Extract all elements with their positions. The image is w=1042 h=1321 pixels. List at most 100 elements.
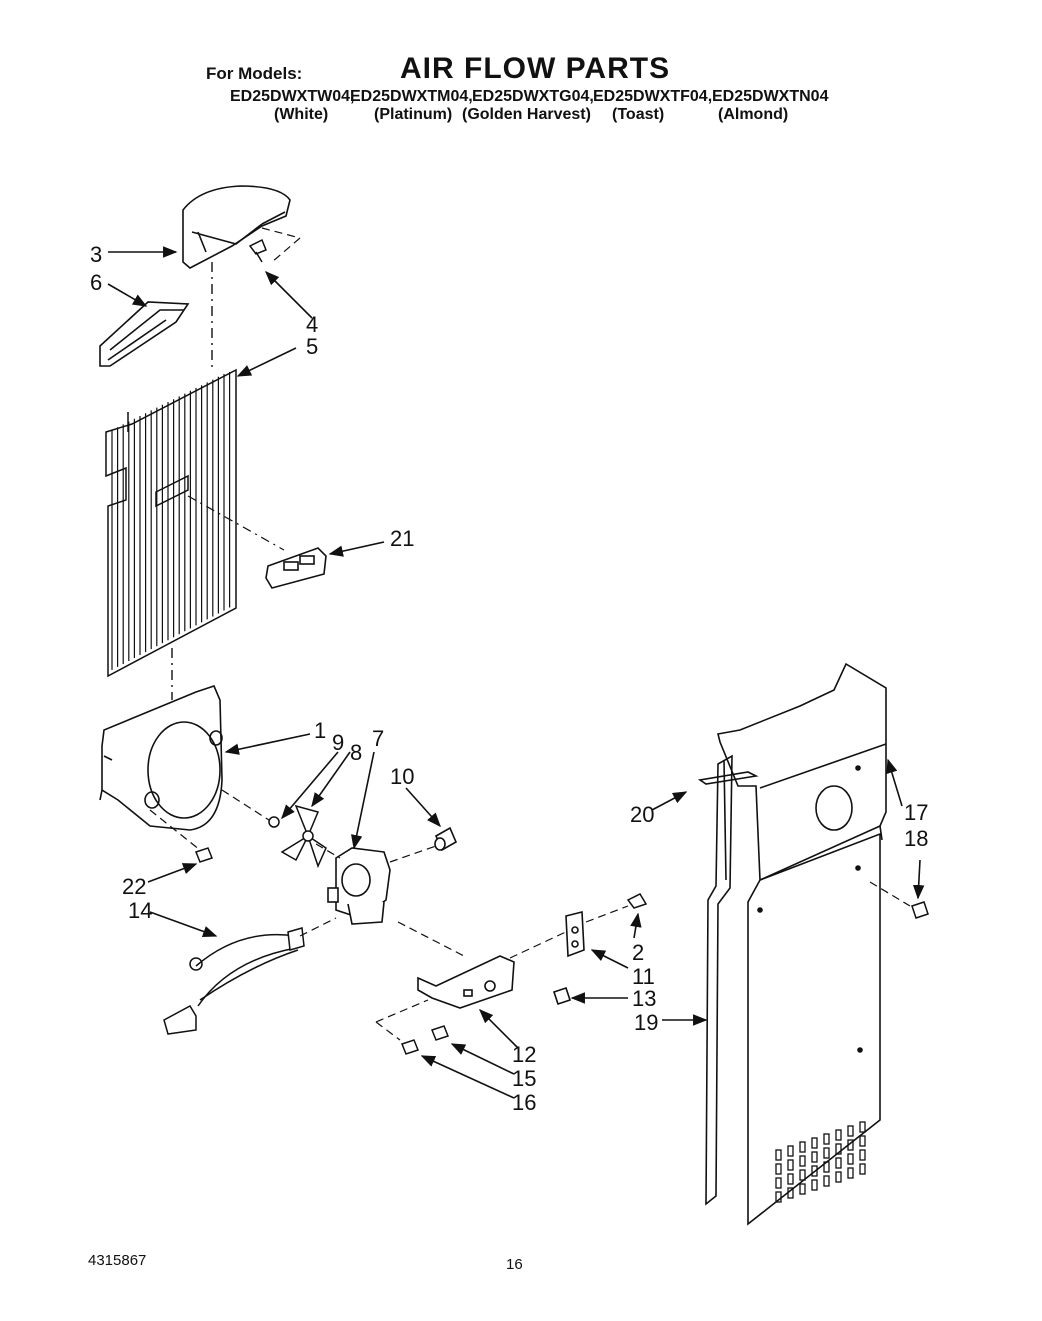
vent-slot: [859, 1163, 866, 1175]
model-color: (White): [274, 106, 329, 123]
callout-evaporator-cover: 3: [90, 242, 102, 267]
vent-slot: [859, 1135, 866, 1147]
vent-slot: [811, 1179, 818, 1191]
alignment-line: [315, 843, 341, 859]
alignment-line: [397, 921, 465, 957]
leader-lines: [107, 246, 925, 1099]
screw-icon: [248, 238, 267, 263]
for-models-label: For Models:: [206, 64, 303, 83]
vent-slot: [859, 1149, 866, 1161]
wire-harness: [163, 927, 305, 1035]
vent-slot: [823, 1161, 830, 1173]
vent-slot: [787, 1187, 794, 1199]
alignment-line: [869, 881, 911, 907]
vent-slot: [811, 1151, 818, 1163]
hinge-bracket: [565, 910, 585, 958]
alignment-line: [271, 237, 301, 263]
fan-retainer: [268, 816, 280, 828]
model-color: (Golden Harvest): [462, 106, 591, 123]
callout-seal-strip: 20: [630, 802, 654, 827]
vent-slot: [787, 1159, 794, 1171]
vent-slot: [775, 1163, 782, 1175]
sensor-housing: [265, 547, 327, 589]
vent-slot: [847, 1167, 854, 1179]
callout-bracket-screw: 2: [632, 940, 644, 965]
callout-shroud-screw: 22: [122, 874, 146, 899]
vent-slot: [835, 1171, 842, 1183]
model-number: ED25DWXTM04,: [350, 88, 473, 105]
alignment-line: [299, 917, 337, 937]
vent-slot: [835, 1143, 842, 1155]
vent-slot: [823, 1175, 830, 1187]
grille-bracket: [99, 301, 190, 367]
alignment-line: [375, 999, 429, 1023]
side-channel: [705, 754, 733, 1206]
model-number: ED25DWXTW04,: [230, 88, 355, 105]
vent-slot: [847, 1125, 854, 1137]
evaporator-fins: [111, 372, 231, 670]
liner-vents: [775, 1121, 866, 1203]
vent-slot: [787, 1173, 794, 1185]
callout-clip: 13: [632, 986, 656, 1011]
clip-icon: [552, 986, 572, 1006]
seal-strip: [697, 771, 759, 785]
grommet-icon: [434, 826, 458, 852]
model-number: ED25DWXTG04,: [472, 88, 594, 105]
vent-slot: [787, 1145, 794, 1157]
callout-screw-top: 4: [306, 312, 318, 337]
vent-slot: [775, 1149, 782, 1161]
page-title: AIR FLOW PARTS: [400, 52, 671, 85]
callout-bracket-screw-b: 16: [512, 1090, 536, 1115]
callout-side-channel: 19: [634, 1010, 658, 1035]
fan-motor: [327, 847, 391, 925]
callout-liner-assembly: 17: [904, 800, 928, 825]
vent-slot: [847, 1139, 854, 1151]
model-color: (Platinum): [374, 106, 453, 123]
vent-slot: [823, 1133, 830, 1145]
vent-slot: [823, 1147, 830, 1159]
screw-icon: [911, 901, 929, 919]
evaporator-cover: [182, 185, 291, 269]
alignment-line: [509, 929, 571, 959]
callout-grommet: 10: [390, 764, 414, 789]
page-number: 16: [506, 1256, 523, 1273]
alignment-line: [187, 495, 285, 551]
vent-slot: [799, 1183, 806, 1195]
callout-fan-shroud: 1: [314, 718, 326, 743]
fan-blade: [280, 804, 327, 869]
callout-fan-blade: 8: [350, 740, 362, 765]
callout-fan-motor: 7: [372, 726, 384, 751]
liner-assembly: [717, 662, 887, 1226]
model-color: (Almond): [718, 106, 789, 123]
model-number: ED25DWXTN04: [712, 88, 829, 105]
vent-slot: [811, 1137, 818, 1149]
alignment-line: [261, 227, 301, 239]
motor-bracket: [417, 955, 515, 1009]
callout-motor-bracket: 12: [512, 1042, 536, 1067]
screw-icon: [626, 893, 648, 909]
callout-bracket-screw-a: 15: [512, 1066, 536, 1091]
callout-liner-screw: 18: [904, 826, 928, 851]
vent-slot: [775, 1177, 782, 1189]
vent-slot: [799, 1155, 806, 1167]
evaporator-panel: [105, 368, 237, 678]
model-color: (Toast): [612, 106, 665, 123]
alignment-line: [149, 809, 201, 851]
screw-icon: [195, 847, 213, 863]
callout-grille-bracket: 6: [90, 270, 102, 295]
vent-slot: [799, 1141, 806, 1153]
callout-wire-harness: 14: [128, 898, 152, 923]
model-number: ED25DWXTF04,: [593, 88, 713, 105]
callout-evaporator-panel: 5: [306, 334, 318, 359]
callout-hinge-bracket: 11: [632, 964, 655, 989]
alignment-line: [375, 1021, 401, 1041]
alignment-line: [389, 845, 437, 863]
vent-slot: [847, 1153, 854, 1165]
document-number: 4315867: [88, 1252, 147, 1269]
callout-sensor-housing: 21: [390, 526, 414, 551]
callout-fan-retainer: 9: [332, 730, 344, 755]
vent-slot: [775, 1191, 782, 1203]
vent-slot: [799, 1169, 806, 1181]
